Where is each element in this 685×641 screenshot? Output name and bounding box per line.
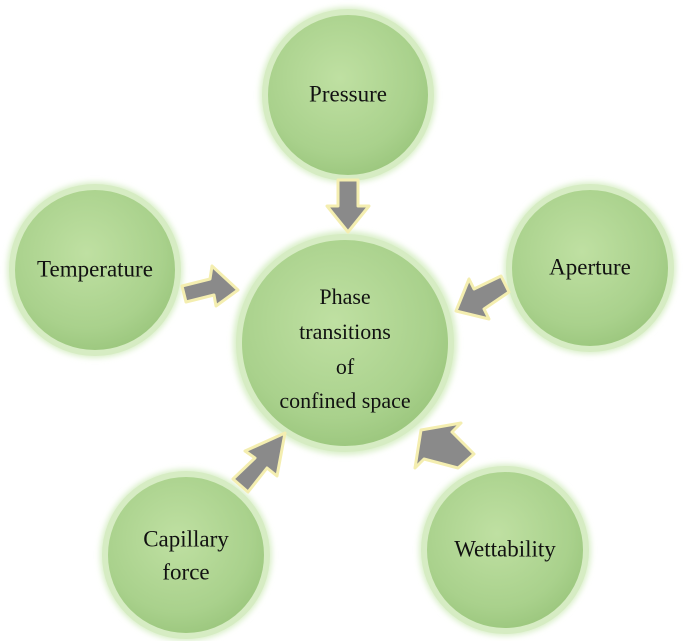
arrow-aperture-to-center <box>454 274 511 321</box>
center-label-line-1: Phase <box>319 284 370 309</box>
capillary-force-node: Capillary force <box>100 469 272 641</box>
arrow-wettability-to-center <box>413 421 476 470</box>
capillary-label-line-1: Capillary <box>143 526 229 551</box>
capillary-label-line-2: force <box>162 559 209 584</box>
center-label-line-4: confined space <box>279 388 410 413</box>
temperature-label: Temperature <box>37 256 153 281</box>
temperature-node: Temperature <box>7 182 183 358</box>
aperture-node: Aperture <box>504 182 676 354</box>
aperture-label: Aperture <box>549 254 631 279</box>
arrow-temperature-to-center <box>180 264 240 308</box>
arrows <box>180 178 511 494</box>
wettability-node: Wettability <box>419 464 591 636</box>
pressure-node: Pressure <box>260 7 436 183</box>
center-label-line-2: transitions <box>299 319 391 344</box>
center-node: Phase transitions of confined space <box>233 231 457 455</box>
pressure-label: Pressure <box>309 81 387 106</box>
center-label-line-3: of <box>336 354 355 379</box>
wettability-label: Wettability <box>454 536 556 561</box>
arrow-capillary-to-center <box>231 431 287 494</box>
arrow-pressure-to-center <box>325 178 371 234</box>
